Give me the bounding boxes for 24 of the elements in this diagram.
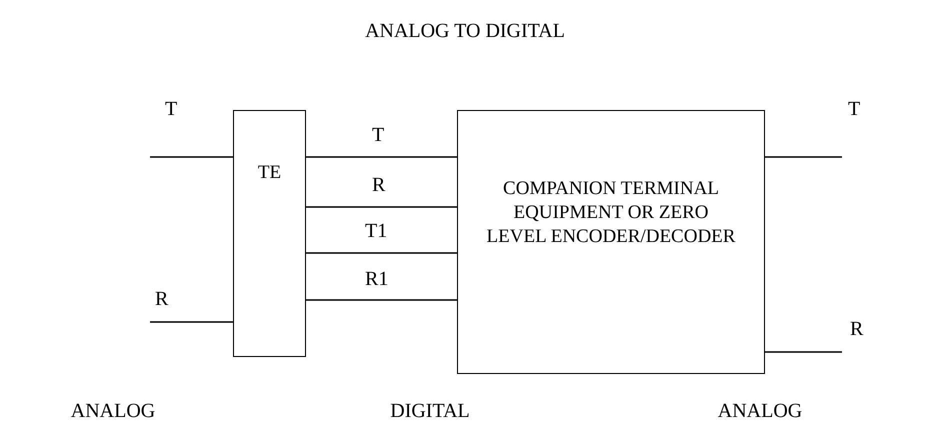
signal-line: [306, 252, 457, 254]
signal-line: [306, 156, 457, 158]
block-label: COMPANION TERMINAL EQUIPMENT OR ZERO LEVEL ENCODER/DECODER: [486, 177, 736, 249]
signal-line: [150, 321, 233, 323]
block-box: [457, 110, 765, 374]
edge-label: T: [165, 98, 178, 121]
signal-line: [765, 351, 842, 353]
diagram-title: ANALOG TO DIGITAL: [365, 20, 565, 43]
edge-label: R: [155, 288, 168, 311]
block-box: [233, 110, 306, 357]
block-label: TE: [258, 161, 282, 185]
signal-line: [765, 156, 842, 158]
signal-line: [150, 156, 233, 158]
region-label: DIGITAL: [390, 400, 470, 423]
edge-label: T: [372, 124, 384, 147]
signal-line: [306, 299, 457, 301]
region-label: ANALOG: [70, 400, 156, 423]
signal-line: [306, 206, 457, 208]
edge-label: R: [850, 318, 864, 341]
edge-label: T1: [365, 220, 388, 243]
region-label: ANALOG: [718, 400, 802, 423]
edge-label: R1: [365, 268, 388, 291]
edge-label: T: [848, 98, 860, 121]
edge-label: R: [372, 174, 386, 197]
